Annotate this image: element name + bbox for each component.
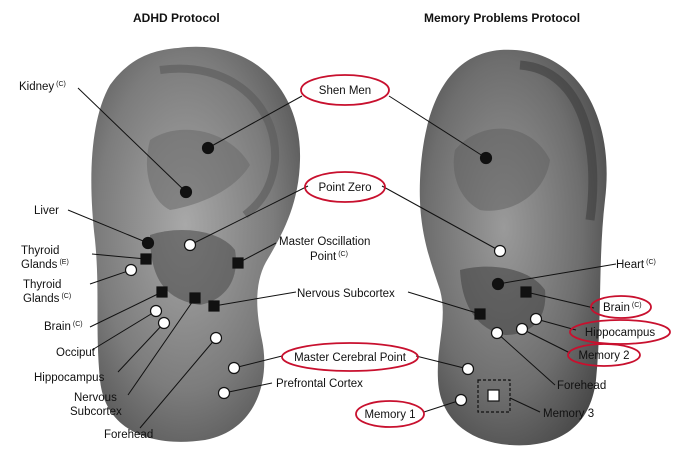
highlight-rings — [281, 74, 671, 428]
shen-men-point-left — [201, 141, 215, 155]
hippocampus-point-left — [157, 316, 171, 330]
brain-right-label: Brain(C) — [603, 302, 642, 314]
prefrontal-cortex-label: Prefrontal Cortex — [276, 378, 363, 390]
liver-label: Liver — [34, 205, 59, 217]
master-oscillation-point — [232, 257, 244, 269]
master-cerebral-point-label: Master Cerebral Point — [294, 352, 407, 364]
kidney-point — [179, 185, 193, 199]
right-ear-concha — [453, 128, 550, 211]
hippocampus-left-label: Hippocampus — [34, 372, 105, 384]
point-zero-point-left — [183, 238, 197, 252]
brain-right-ring — [590, 295, 652, 319]
forehead-point-right — [490, 326, 504, 340]
heart-point — [491, 277, 505, 291]
thyroid-glands-e-point — [140, 253, 152, 265]
left-ear-canal-area — [150, 230, 236, 305]
occiput-label: Occiput — [56, 347, 96, 359]
nervous-subcortex-left-label-2: Subcortex — [70, 406, 122, 418]
hippocampus-right-label: Hippocampus — [585, 327, 656, 339]
left-points — [124, 141, 244, 400]
right-title: Memory Problems Protocol — [424, 11, 580, 25]
forehead-left-label: Forehead — [104, 429, 153, 441]
right-ear — [419, 49, 607, 446]
nervous-subcortex-point-right — [474, 308, 486, 320]
liver-point — [141, 236, 155, 250]
brain-c-point-left — [156, 286, 168, 298]
master-oscillation-label-1: Master Oscillation — [279, 236, 370, 248]
memory-2-ring — [567, 343, 641, 367]
occiput-point — [149, 304, 163, 318]
memory-3-point — [487, 389, 500, 402]
memory-2-point — [515, 322, 529, 336]
nervous-subcortex-point-left — [189, 292, 201, 304]
master-cerebral-point-right — [461, 362, 475, 376]
memory-3-region-box — [477, 379, 511, 413]
thyroid-glands-c-point — [124, 263, 138, 277]
thyroid-glands-e-label: Thyroid — [21, 245, 59, 257]
thyroid-glands-c-label: Thyroid — [23, 279, 61, 291]
memory-3-label: Memory 3 — [543, 408, 594, 420]
nervous-subcortex-left-label-1: Nervous — [74, 392, 117, 404]
right-ear-helix-shadow — [519, 60, 598, 221]
nervous-subcortex-point-mid — [208, 300, 220, 312]
master-cerebral-ring — [281, 342, 419, 372]
shen-men-label: Shen Men — [319, 85, 371, 97]
brain-c-point-right — [520, 286, 532, 298]
shen-men-ring — [300, 74, 390, 106]
leader-lines — [67, 87, 617, 429]
hippocampus-right-ring — [569, 319, 671, 345]
forehead-point-left — [209, 331, 223, 345]
right-points — [454, 151, 543, 413]
memory-1-point — [454, 393, 468, 407]
left-ear-concha — [146, 129, 250, 210]
hippocampus-point-right — [529, 312, 543, 326]
brain-left-label: Brain(C) — [44, 321, 83, 333]
shen-men-point-right — [479, 151, 493, 165]
point-zero-label: Point Zero — [318, 182, 371, 194]
left-ear-helix-shadow — [159, 64, 280, 219]
thyroid-glands-e-label-2: Glands(E) — [21, 259, 69, 271]
master-cerebral-point-left — [227, 361, 241, 375]
labels: Kidney(C) Liver Thyroid Glands(E) Thyroi… — [19, 81, 656, 441]
heart-label: Heart(C) — [616, 259, 656, 271]
point-zero-ring — [304, 171, 386, 203]
prefrontal-cortex-point — [217, 386, 231, 400]
thyroid-glands-c-label-2: Glands(C) — [23, 293, 71, 305]
forehead-right-label: Forehead — [557, 380, 606, 392]
memory-2-label: Memory 2 — [578, 350, 629, 362]
memory-1-ring — [355, 400, 425, 428]
master-oscillation-label-2: Point(C) — [310, 251, 348, 263]
point-zero-point-right — [493, 244, 507, 258]
left-title: ADHD Protocol — [133, 11, 220, 25]
nervous-subcortex-mid-label: Nervous Subcortex — [297, 288, 395, 300]
kidney-label: Kidney(C) — [19, 81, 66, 93]
memory-1-label: Memory 1 — [364, 409, 415, 421]
